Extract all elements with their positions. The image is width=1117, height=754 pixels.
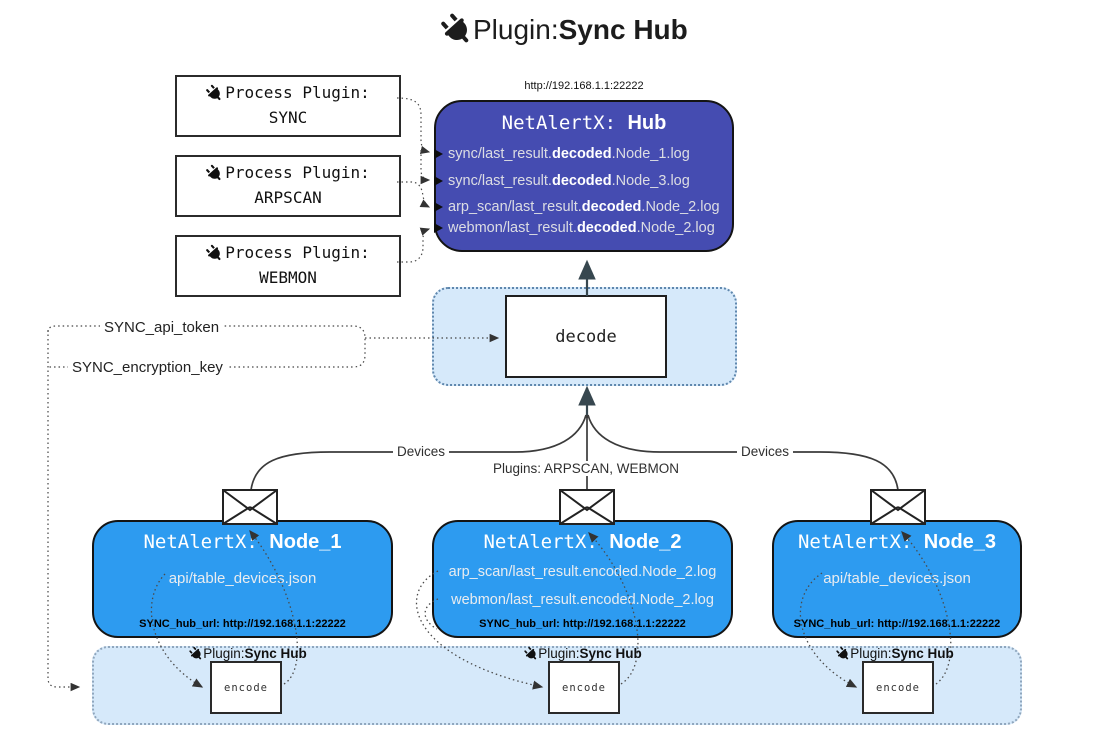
encode-box: encode [862, 661, 934, 714]
encoder-plugin-label: Plugin: Sync Hub [189, 646, 307, 661]
plug-icon [206, 84, 221, 101]
hub-log-line: webmon/last_result.decoded.Node_2.log [434, 220, 715, 236]
node-content-line: api/table_devices.json [823, 570, 971, 587]
node-box-node2: NetAlertX: Node_2 arp_scan/last_result.e… [432, 520, 733, 638]
hub-title: NetAlertX: Hub [436, 112, 732, 135]
node-hub-url: SYNC_hub_url: http://192.168.1.1:22222 [479, 618, 686, 630]
edge-label-devices-right: Devices [736, 444, 794, 459]
node-title: NetAlertX: Node_1 [143, 531, 342, 553]
sync-api-token-label: SYNC_api_token [100, 319, 224, 336]
plug-icon [441, 13, 469, 43]
encoder-plugin-label: Plugin: Sync Hub [524, 646, 642, 661]
process-plugin-box-arpscan: Process Plugin: ARPSCAN [175, 155, 401, 217]
hub-url-label: http://192.168.1.1:22222 [524, 80, 644, 92]
envelope-icon [222, 489, 278, 525]
process-plugin-name: ARPSCAN [254, 188, 322, 207]
title-bold: Sync Hub [558, 14, 688, 45]
arrow-right-icon [434, 149, 443, 159]
plug-icon [206, 164, 221, 181]
node-hub-url: SYNC_hub_url: http://192.168.1.1:22222 [793, 618, 1001, 630]
process-plugin-label: Process Plugin: [225, 243, 370, 263]
envelope-icon [870, 489, 926, 525]
process-plugin-label: Process Plugin: [225, 163, 370, 183]
arrow-right-icon [434, 176, 443, 186]
arrow-right-icon [434, 202, 443, 212]
node-box-node1: NetAlertX: Node_1 api/table_devices.json… [92, 520, 393, 638]
decode-box: decode [505, 295, 667, 378]
sync-encryption-key-label: SYNC_encryption_key [68, 359, 227, 376]
edge-label-devices-left: Devices [392, 444, 450, 459]
node-content-line: arp_scan/last_result.encoded.Node_2.log [448, 564, 717, 580]
hub-title-bold: Hub [627, 112, 667, 134]
envelope-icon [559, 489, 615, 525]
process-plugin-name: SYNC [268, 108, 308, 127]
process-plugin-box-webmon: Process Plugin: WEBMON [175, 235, 401, 297]
encode-box: encode [548, 661, 620, 714]
node-hub-url: SYNC_hub_url: http://192.168.1.1:22222 [139, 618, 346, 630]
page-title: Plugin: Sync Hub [441, 13, 688, 46]
plug-icon [206, 244, 221, 261]
node-content-line: webmon/last_result.encoded.Node_2.log [451, 592, 714, 608]
hub-box: NetAlertX: Hub sync/last_result.decoded.… [434, 100, 734, 252]
process-plugin-connectors [396, 97, 431, 263]
node-title: NetAlertX: Node_2 [483, 531, 682, 553]
hub-log-line: sync/last_result.decoded.Node_3.log [434, 173, 690, 189]
title-prefix: Plugin: [473, 14, 559, 45]
hub-log-line: arp_scan/last_result.decoded.Node_2.log [434, 199, 720, 215]
process-plugin-name: WEBMON [259, 268, 317, 287]
node-box-node3: NetAlertX: Node_3 api/table_devices.json… [772, 520, 1022, 638]
encoder-plugin-label: Plugin: Sync Hub [836, 646, 954, 661]
arrow-right-icon [434, 223, 443, 233]
device-edges [250, 414, 899, 492]
node-content-line: api/table_devices.json [168, 570, 317, 587]
hub-title-prefix: NetAlertX: [501, 112, 628, 134]
edge-label-plugins: Plugins: ARPSCAN, WEBMON [488, 461, 684, 476]
process-plugin-label: Process Plugin: [225, 83, 370, 103]
encode-box: encode [210, 661, 282, 714]
hub-log-line: sync/last_result.decoded.Node_1.log [434, 146, 690, 162]
node-title: NetAlertX: Node_3 [797, 531, 997, 553]
process-plugin-box-sync: Process Plugin: SYNC [175, 75, 401, 137]
